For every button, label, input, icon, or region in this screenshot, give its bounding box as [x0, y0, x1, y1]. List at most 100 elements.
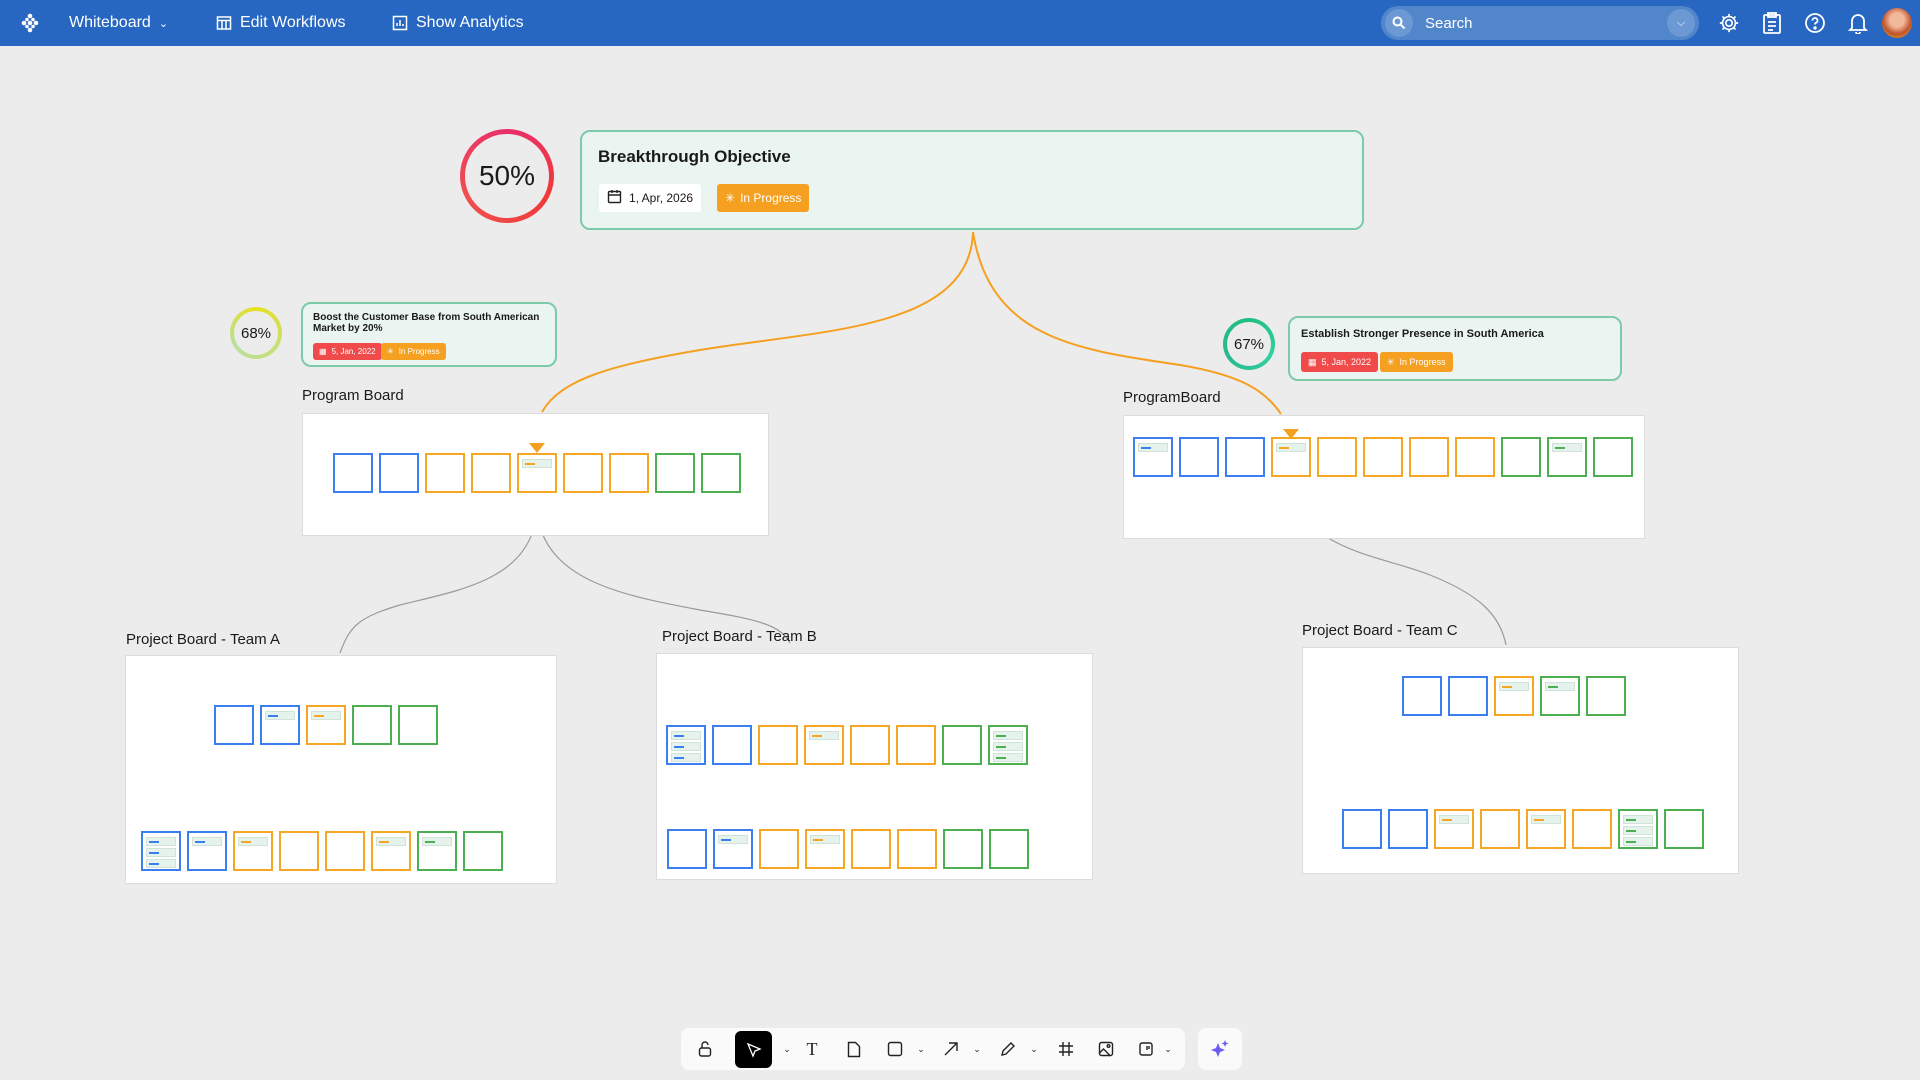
task-card[interactable]	[1225, 437, 1265, 477]
task-card[interactable]	[214, 705, 254, 745]
task-card[interactable]	[1480, 809, 1520, 849]
whiteboard-menu[interactable]: Whiteboard⌄	[69, 14, 168, 32]
select-tool-button[interactable]	[735, 1031, 772, 1068]
task-card[interactable]	[371, 831, 411, 871]
task-card[interactable]	[989, 829, 1029, 869]
task-card[interactable]	[260, 705, 300, 745]
task-card[interactable]	[279, 831, 319, 871]
task-card[interactable]	[1664, 809, 1704, 849]
ai-assistant-button[interactable]	[1198, 1028, 1242, 1070]
in-progress-spinner-icon: ✳	[1387, 356, 1395, 367]
edit-workflows-button[interactable]: Edit Workflows	[216, 14, 346, 32]
goal-1-card[interactable]: Boost the Customer Base from South Ameri…	[301, 302, 557, 367]
task-card[interactable]	[712, 725, 752, 765]
task-card[interactable]	[1540, 676, 1580, 716]
task-card[interactable]	[1618, 809, 1658, 849]
arrow-tool-icon[interactable]	[939, 1037, 963, 1061]
task-card[interactable]	[701, 453, 741, 493]
task-card[interactable]	[713, 829, 753, 869]
task-card[interactable]	[233, 831, 273, 871]
task-card[interactable]	[804, 725, 844, 765]
search-dropdown-chevron-icon[interactable]: ⌵	[1667, 9, 1695, 37]
image-tool-icon[interactable]	[1094, 1037, 1118, 1061]
task-card[interactable]	[425, 453, 465, 493]
task-mini-card	[1623, 815, 1653, 824]
task-card[interactable]	[141, 831, 181, 871]
task-card[interactable]	[1501, 437, 1541, 477]
task-card[interactable]	[666, 725, 706, 765]
more-dropdown-chevron-icon[interactable]: ⌄	[1164, 1043, 1172, 1054]
notification-bell-icon[interactable]	[1846, 11, 1870, 35]
clipboard-icon[interactable]	[1760, 11, 1784, 35]
task-card[interactable]	[667, 829, 707, 869]
goal-1-title: Boost the Customer Base from South Ameri…	[313, 312, 540, 334]
task-card[interactable]	[563, 453, 603, 493]
help-icon[interactable]	[1803, 11, 1827, 35]
task-card[interactable]	[805, 829, 845, 869]
task-card[interactable]	[1455, 437, 1495, 477]
task-card[interactable]	[517, 453, 557, 493]
task-card[interactable]	[850, 725, 890, 765]
task-card[interactable]	[1547, 437, 1587, 477]
objective-card[interactable]: Breakthrough Objective 1, Apr, 2026 ✳In …	[580, 130, 1364, 230]
search-input[interactable]: Search ⌵	[1381, 6, 1699, 40]
task-card[interactable]	[1586, 676, 1626, 716]
shape-rectangle-icon[interactable]	[883, 1037, 907, 1061]
task-card[interactable]	[1271, 437, 1311, 477]
task-card[interactable]	[187, 831, 227, 871]
frame-tool-icon[interactable]	[1054, 1037, 1078, 1061]
goal-1-date: 5, Jan, 2022	[331, 347, 376, 356]
task-card[interactable]	[398, 705, 438, 745]
task-card[interactable]	[1494, 676, 1534, 716]
sticky-note-icon[interactable]	[842, 1037, 866, 1061]
task-card[interactable]	[463, 831, 503, 871]
task-card[interactable]	[758, 725, 798, 765]
embed-widget-icon[interactable]	[1134, 1037, 1158, 1061]
pen-dropdown-chevron-icon[interactable]: ⌄	[1030, 1043, 1038, 1054]
task-card[interactable]	[333, 453, 373, 493]
task-card[interactable]	[1593, 437, 1633, 477]
user-avatar[interactable]	[1882, 8, 1912, 38]
objective-progress-ring: 50%	[460, 129, 554, 223]
select-dropdown-chevron-icon[interactable]: ⌄	[783, 1043, 791, 1054]
task-mini-card	[671, 731, 701, 740]
goal-2-card[interactable]: Establish Stronger Presence in South Ame…	[1288, 316, 1622, 381]
task-card[interactable]	[897, 829, 937, 869]
app-logo-icon[interactable]	[20, 13, 40, 33]
task-card[interactable]	[1526, 809, 1566, 849]
task-card[interactable]	[609, 453, 649, 493]
settings-gear-icon[interactable]	[1717, 11, 1741, 35]
task-card[interactable]	[417, 831, 457, 871]
task-card[interactable]	[379, 453, 419, 493]
task-card[interactable]	[1317, 437, 1357, 477]
task-card[interactable]	[943, 829, 983, 869]
task-card[interactable]	[352, 705, 392, 745]
task-card[interactable]	[1363, 437, 1403, 477]
task-card[interactable]	[471, 453, 511, 493]
show-analytics-button[interactable]: Show Analytics	[392, 14, 524, 32]
task-card[interactable]	[896, 725, 936, 765]
task-card[interactable]	[1402, 676, 1442, 716]
task-card[interactable]	[1342, 809, 1382, 849]
task-card[interactable]	[942, 725, 982, 765]
pen-tool-icon[interactable]	[996, 1037, 1020, 1061]
task-card[interactable]	[1448, 676, 1488, 716]
task-card[interactable]	[851, 829, 891, 869]
task-card[interactable]	[325, 831, 365, 871]
task-card[interactable]	[1572, 809, 1612, 849]
task-card[interactable]	[988, 725, 1028, 765]
unlock-icon[interactable]	[693, 1037, 717, 1061]
programboard-right[interactable]	[1123, 415, 1645, 539]
task-card[interactable]	[1409, 437, 1449, 477]
task-card[interactable]	[306, 705, 346, 745]
shape-dropdown-chevron-icon[interactable]: ⌄	[917, 1043, 925, 1054]
arrow-dropdown-chevron-icon[interactable]: ⌄	[973, 1043, 981, 1054]
task-card[interactable]	[1133, 437, 1173, 477]
task-mini-card	[993, 731, 1023, 740]
task-card[interactable]	[1434, 809, 1474, 849]
task-card[interactable]	[1179, 437, 1219, 477]
text-tool-icon[interactable]: T	[806, 1038, 818, 1059]
task-card[interactable]	[759, 829, 799, 869]
task-card[interactable]	[1388, 809, 1428, 849]
task-card[interactable]	[655, 453, 695, 493]
